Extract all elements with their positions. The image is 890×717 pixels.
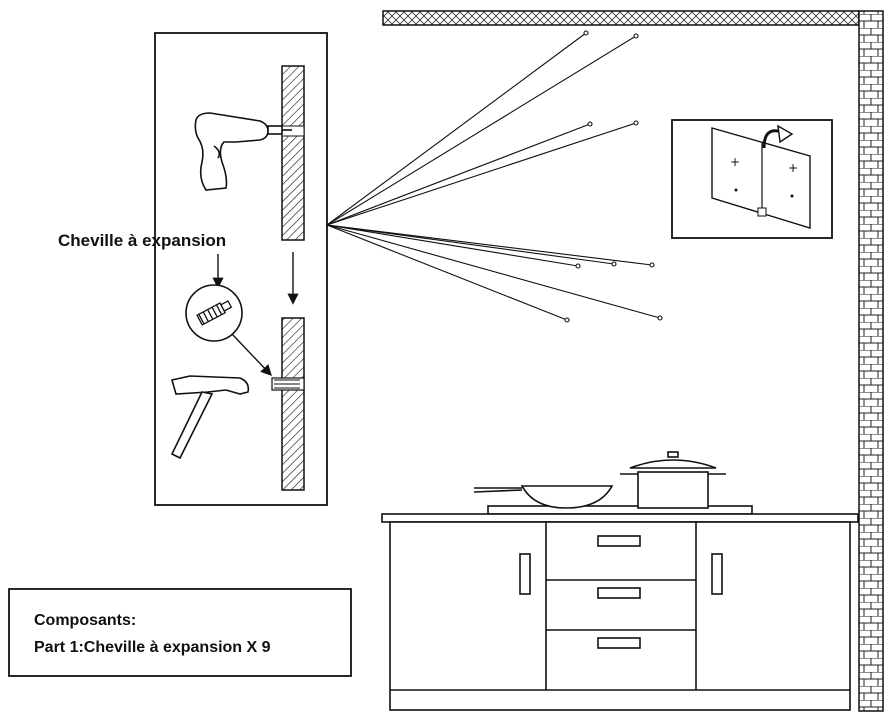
drill-icon xyxy=(194,112,292,191)
wall-panel-icon: + + xyxy=(671,119,833,239)
svg-text:+: + xyxy=(788,161,798,175)
kitchen-cabinet xyxy=(381,513,859,711)
frying-pan-icon xyxy=(473,485,614,509)
ceiling xyxy=(382,10,860,26)
anchor-callout-label: Cheville à expansion xyxy=(58,231,226,250)
cooktop xyxy=(473,451,753,515)
expansion-anchor-icon xyxy=(185,284,243,342)
components-part-line: Part 1:Cheville à expansion X 9 xyxy=(34,639,271,656)
components-box: Composants: Part 1:Cheville à expansion … xyxy=(8,588,352,677)
components-title: Composants: xyxy=(34,612,136,629)
wall-section-top xyxy=(281,65,305,241)
cooking-pot-icon xyxy=(620,451,726,509)
hammer-icon xyxy=(170,375,250,460)
brick-wall xyxy=(858,10,884,712)
installation-detail-panel: Cheville à expansion xyxy=(58,32,328,506)
svg-text:+: + xyxy=(730,155,740,169)
wall-section-bottom xyxy=(281,317,305,491)
drill-point-lines xyxy=(326,30,663,323)
